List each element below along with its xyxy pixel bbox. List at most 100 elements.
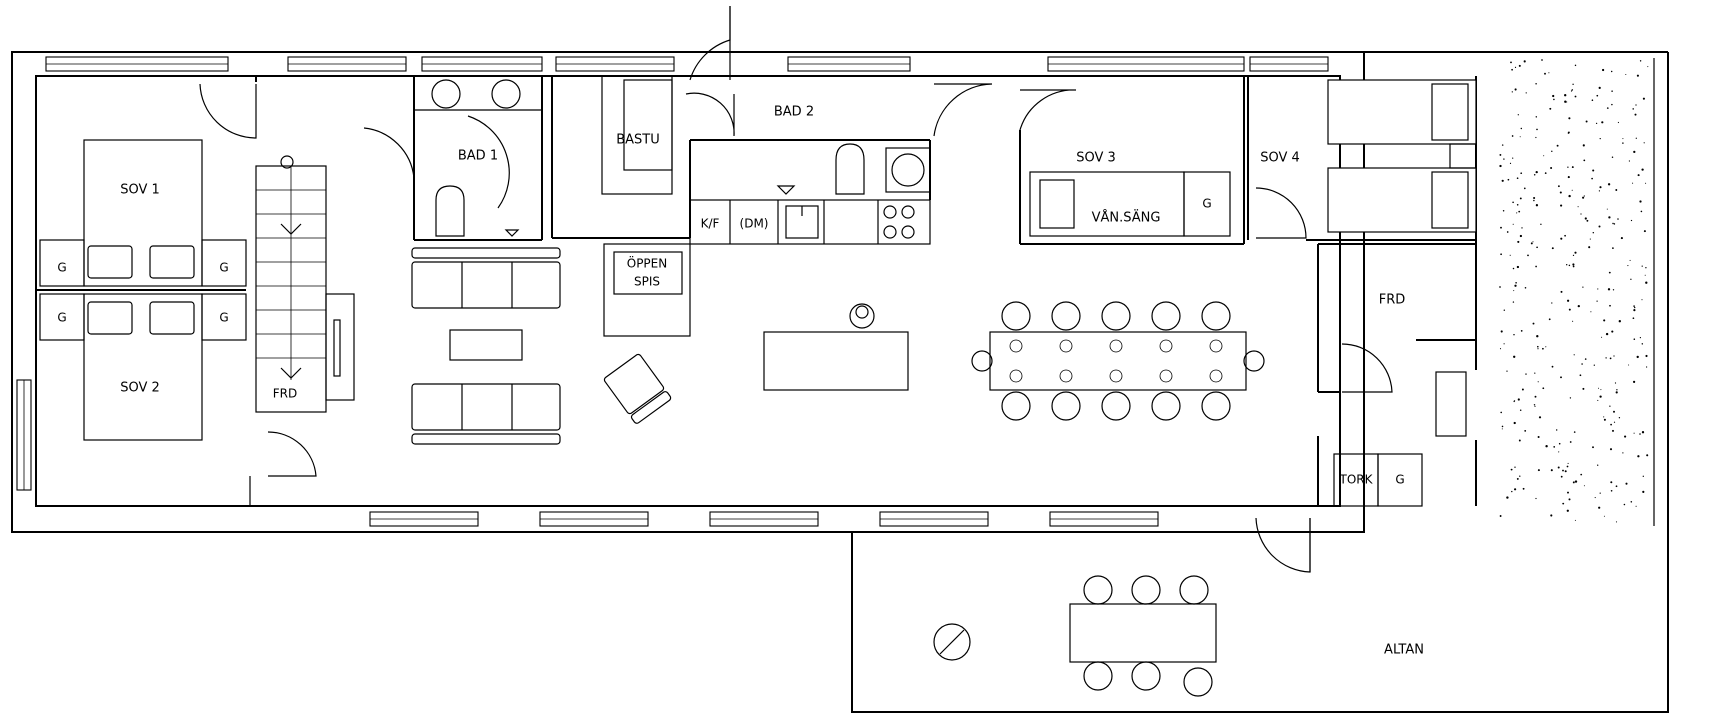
dining-chair [1201,301,1231,331]
gravel-dot [1500,330,1503,333]
gravel-dot [1597,399,1599,401]
gravel-dot [1643,230,1646,233]
label-spis: SPIS [634,275,660,289]
gravel-dot [1517,114,1519,116]
gravel-dot [1641,168,1644,171]
gravel-dot [1516,204,1519,206]
bad1-fixtures [431,79,521,237]
gravel-dot [1534,372,1536,374]
dining-table [971,301,1265,421]
gravel-dot [1574,251,1577,254]
gravel-dot [1637,174,1640,177]
gravel-dot [1639,60,1642,62]
gravel-dot [1521,227,1523,229]
gravel-dot [1644,274,1646,276]
gravel-dot [1609,405,1611,407]
label-kf: K/F [701,217,720,231]
gravel-dot [1600,389,1602,391]
gravel-dot [1607,183,1611,186]
gravel-dot [1558,442,1561,445]
gravel-dot [1512,223,1514,225]
gravel-dot [1601,68,1605,72]
label-bad1: BAD 1 [458,149,498,164]
gravel-dot [1571,189,1573,191]
gravel-dot [1527,254,1529,257]
label-dm: (DM) [740,217,769,231]
gravel-dot [1639,337,1641,339]
gravel-dot [1596,300,1598,302]
gravel-dot [1572,254,1575,257]
gravel-dot [1633,309,1636,312]
gravel-dot [1611,156,1614,159]
gravel-dot [1645,267,1647,269]
gravel-dot [1513,421,1516,425]
gravel-dot [1580,213,1582,215]
gravel-dot [1513,488,1517,491]
gravel-dot [1579,374,1582,377]
gravel-dot [1566,264,1568,266]
gravel-dot [1562,502,1565,505]
gravel-dot [1641,431,1645,434]
gravel-dot [1611,103,1613,106]
gravel-dot [1592,446,1594,449]
gravel-dot [1503,343,1505,345]
gravel-dot [1534,395,1537,398]
dining-chair [1151,301,1181,331]
gravel-dot [1582,144,1585,147]
gravel-dot [1549,107,1552,110]
gravel-dot [1511,135,1514,137]
gravel-dot [1510,61,1512,64]
gravel-dot [1516,477,1519,480]
gravel-dot [1637,455,1640,458]
gravel-dot [1568,498,1571,501]
gravel-dot [1584,358,1587,360]
gravel-dot [1499,348,1502,350]
gravel-dot [1519,409,1522,412]
label-sov1: SOV 1 [120,183,160,198]
gravel-dot [1513,333,1515,336]
gravel-dot [1519,136,1521,138]
gravel-dot [1533,196,1536,200]
gravel-dot [1613,223,1616,225]
gravel-dot [1568,308,1571,311]
gravel-dot [1608,216,1611,219]
gravel-dot [1595,122,1598,125]
gravel-dot [1615,521,1618,523]
gravel-dot [1548,72,1550,74]
gravel-dot [1577,304,1580,308]
bed-sov2 [83,293,203,441]
gravel-dot [1635,137,1637,139]
bad2-fixtures [776,143,931,195]
gravel-dot [1553,98,1555,101]
gravel-dot [1536,128,1538,131]
gravel-dot [1564,234,1566,237]
gravel-dot [1580,473,1583,476]
gravel-dot [1512,301,1515,303]
gravel-dot [1518,210,1521,213]
gravel-dot [1641,265,1643,267]
label-bad2: BAD 2 [774,105,814,120]
gravel-dot [1611,90,1613,92]
gravel-dot [1509,254,1511,256]
gravel-dot [1630,278,1632,280]
gravel-dot [1616,389,1618,391]
gravel-dot [1517,240,1520,243]
gravel-dot [1618,417,1621,419]
gravel-dot [1518,439,1521,442]
gravel-dot [1560,475,1563,478]
gravel-dot [1609,304,1611,307]
gravel-dot [1591,177,1593,180]
gravel-dot [1567,166,1569,168]
gravel-dot [1551,150,1553,153]
gravel-dot [1535,170,1538,174]
gravel-dot [1617,121,1619,124]
gravel-dot [1633,338,1636,340]
gravel-dot [1574,64,1577,67]
gravel-dot [1603,416,1605,418]
gravel-dot [1560,290,1563,293]
gravel-dot [1643,142,1645,144]
gravel-dot [1582,286,1584,288]
gravel-dot [1557,185,1560,188]
gravel-dot [1583,195,1585,197]
gravel-dot [1640,210,1643,213]
